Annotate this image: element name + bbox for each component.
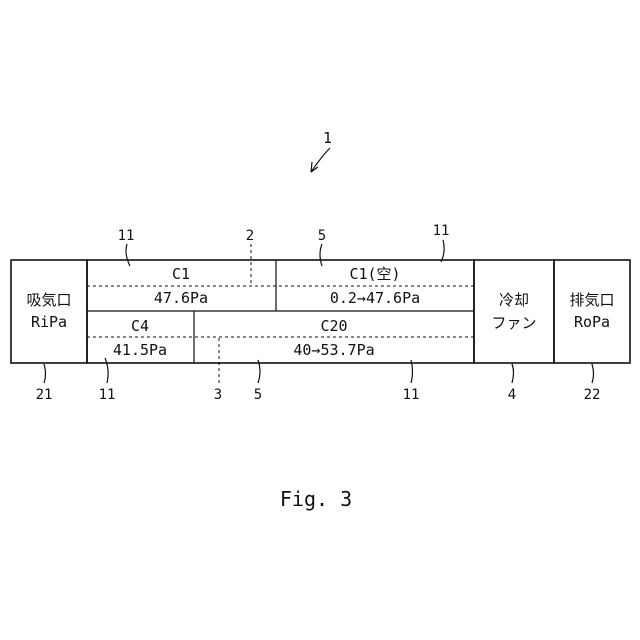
cell-c4-value: 41.5Pa [113,341,167,359]
leader-bottom-22 [592,364,594,383]
leader-bottom-11-left [105,358,108,383]
ref-top-11-left: 11 [118,228,135,244]
leader-bottom-11-right [411,360,413,383]
leader-bottom-21 [44,364,46,383]
inlet-pressure: RiPa [31,313,67,331]
cell-c20-name: C20 [320,317,347,335]
ref-top-2: 2 [246,228,254,244]
ref-bottom-11-right: 11 [403,387,420,403]
fan-box [474,260,554,363]
ref-1-label: 1 [323,129,332,147]
cell-c20-value: 40→53.7Pa [293,341,374,359]
ref-1-leader [311,148,330,172]
inlet-box [11,260,87,363]
ref-bottom-11-left: 11 [99,387,116,403]
leader-top-11-left [126,244,130,266]
cell-c1-left-name: C1 [172,265,190,283]
cell-c1-right-value: 0.2→47.6Pa [330,289,420,307]
outlet-pressure: RoPa [574,313,610,331]
ref-bottom-22: 22 [584,387,601,403]
inlet-name: 吸気口 [26,291,71,309]
cell-c1-right-name: C1(空) [349,265,400,283]
figure-caption: Fig. 3 [280,487,352,511]
outlet-name: 排気口 [569,291,614,309]
leader-bottom-4 [512,364,514,383]
ref-bottom-3: 3 [214,387,222,403]
ref-top-11-right: 11 [433,223,450,239]
fan-line1: 冷却 [499,291,529,309]
ref-bottom-4: 4 [508,387,516,403]
leader-top-5 [320,244,322,266]
ref-bottom-21: 21 [36,387,53,403]
fan-line2: ファン [491,314,536,332]
cell-c4-name: C4 [131,317,149,335]
leader-top-11-right [441,240,444,262]
ref-top-5: 5 [318,228,326,244]
cell-c1-left-value: 47.6Pa [154,289,208,307]
outlet-box [554,260,630,363]
ref-bottom-5: 5 [254,387,262,403]
